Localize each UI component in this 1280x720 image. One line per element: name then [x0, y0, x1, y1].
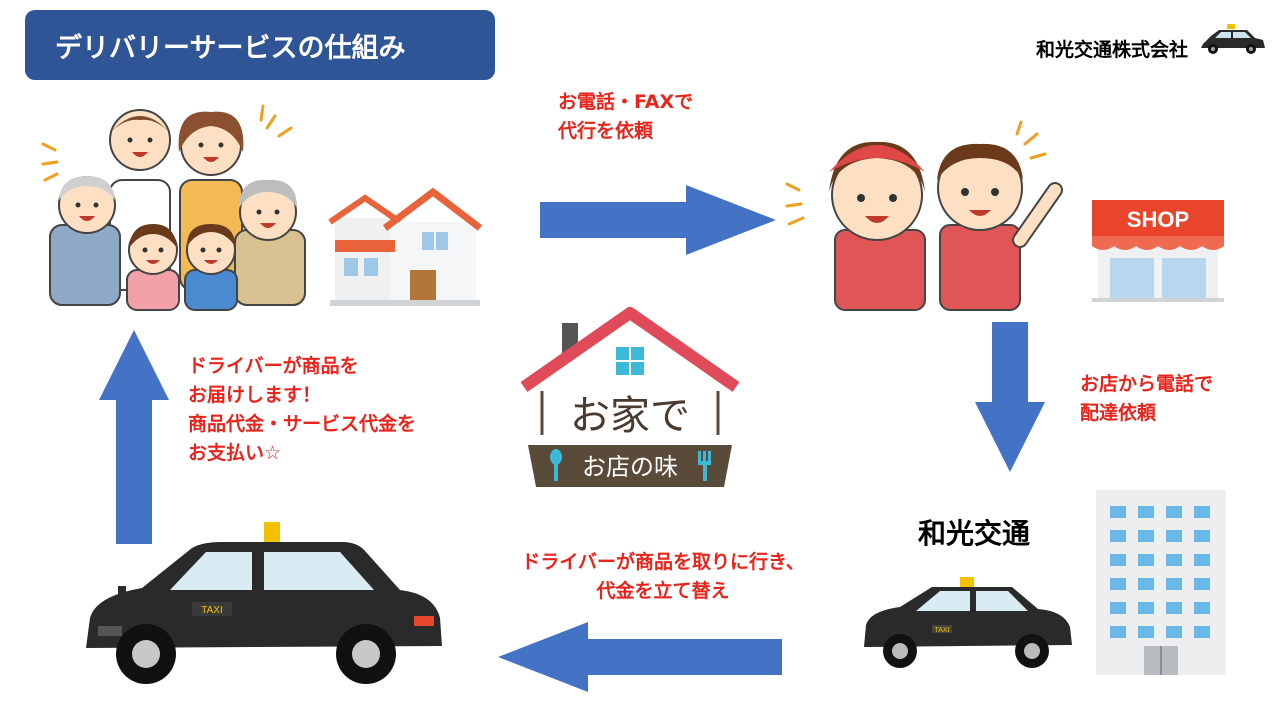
- large-taxi-icon: TAXI: [86, 522, 442, 684]
- company-car-icon: [1201, 24, 1265, 54]
- arrow-left-pickup: [498, 622, 782, 692]
- page-title: デリバリーサービスの仕組み: [25, 10, 495, 80]
- logo-sub-text: お店の味: [582, 453, 678, 481]
- company-name: 和光交通株式会社: [1035, 39, 1188, 61]
- family-illustration: [41, 104, 306, 311]
- caption-pickup: ドライバーが商品を取りに行き、 代金を立て替え: [521, 551, 805, 602]
- caption-phone-fax: お電話・FAXで 代行を依頼: [558, 91, 694, 142]
- small-taxi-sign: TAXI: [934, 627, 949, 634]
- caption-store-call: お店から電話で 配達依頼: [1080, 373, 1214, 424]
- caption-delivery: ドライバーが商品を お届けします！ 商品代金・サービス代金を お支払い☆: [188, 355, 417, 464]
- large-taxi-sign: TAXI: [201, 605, 222, 616]
- small-taxi-icon: TAXI: [864, 577, 1072, 668]
- arrow-up-delivery: [99, 330, 169, 544]
- shop-sign: SHOP: [1127, 207, 1189, 232]
- arrow-down-store-request: [975, 322, 1045, 472]
- spoon-icon: [550, 449, 562, 481]
- fork-icon: [698, 451, 711, 481]
- shop-staff-illustration: [785, 120, 1063, 311]
- shop-icon: SHOP: [1092, 200, 1224, 302]
- wako-label: 和光交通: [918, 517, 1031, 550]
- logo-main-text: お家で: [570, 393, 690, 439]
- ouchi-de-logo: お家で お店の味: [520, 307, 740, 487]
- arrow-right-order: [540, 185, 776, 255]
- office-building-icon: [1096, 490, 1226, 675]
- house-icon: [328, 187, 483, 306]
